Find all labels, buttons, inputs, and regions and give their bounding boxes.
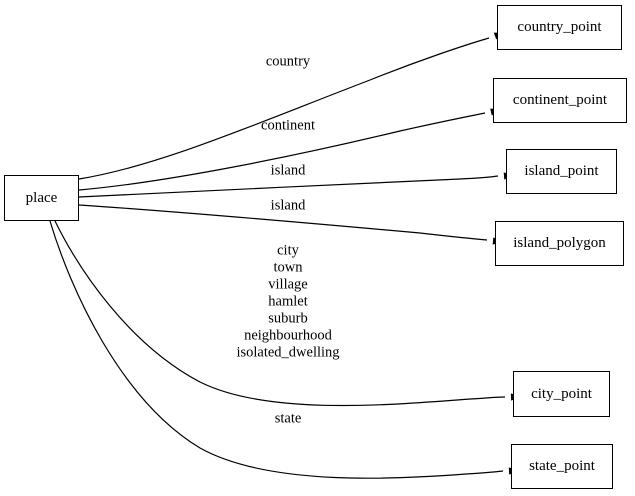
edge-place-to-continent_point — [78, 112, 486, 191]
node-island_point-label: island_point — [524, 163, 599, 179]
node-country_point[interactable]: country_point — [497, 5, 622, 50]
node-island_polygon-label: island_polygon — [513, 235, 606, 251]
node-continent_point[interactable]: continent_point — [493, 78, 627, 123]
edge-place-to-island_polygon — [78, 204, 488, 241]
edge-place-to-island_point — [78, 175, 499, 198]
node-place-label: place — [25, 189, 58, 206]
edge-label-place-to-continent_point: continent — [261, 117, 315, 134]
node-island_polygon[interactable]: island_polygon — [495, 221, 624, 266]
edge-place-to-city_point — [54, 220, 506, 407]
edge-label-place-to-island_polygon: island — [270, 197, 306, 214]
node-island_point[interactable]: island_point — [506, 149, 617, 194]
edge-label-place-to-state_point: state — [274, 410, 302, 427]
edge-label-place-to-island_point: island — [270, 162, 306, 179]
edge-label-place-to-country_point: country — [265, 53, 311, 70]
node-city_point[interactable]: city_point — [513, 371, 610, 417]
node-state_point[interactable]: state_point — [511, 444, 613, 489]
node-city_point-label: city_point — [531, 385, 592, 402]
node-place[interactable]: place — [4, 175, 79, 221]
node-country_point-label: country_point — [517, 19, 602, 35]
edge-place-to-country_point — [78, 37, 490, 180]
edge-place-to-state_point — [49, 220, 504, 479]
edge-label-place-to-city_point: city town village hamlet suburb neighbou… — [236, 242, 340, 361]
node-state_point-label: state_point — [529, 458, 595, 474]
node-continent_point-label: continent_point — [512, 92, 608, 108]
